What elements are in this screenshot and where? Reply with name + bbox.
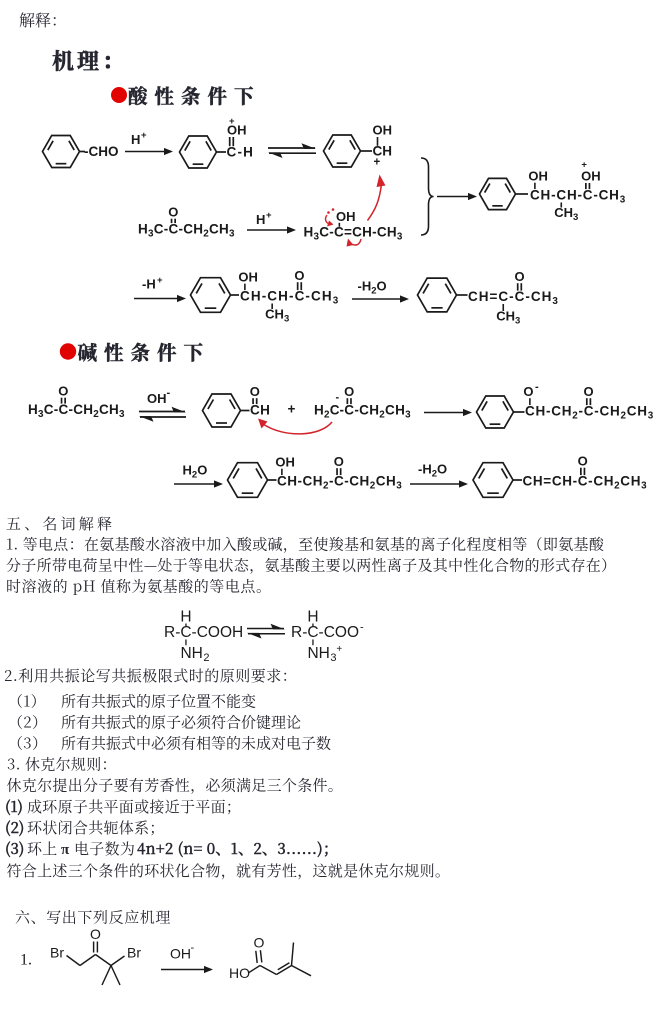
svg-text:OH: OH [227, 123, 247, 138]
svg-text:电子数为: 电子数为 [74, 838, 135, 859]
svg-text:CH=CH-C-CH2CH3: CH=CH-C-CH2CH3 [523, 474, 648, 492]
svg-text:碱性条件下: 碱性条件下 [78, 338, 211, 366]
svg-text:Br: Br [127, 945, 141, 961]
svg-text:OH: OH [147, 391, 167, 406]
svg-text:-H2O: -H2O [418, 462, 447, 480]
svg-text:HO: HO [229, 965, 250, 981]
svg-text:OH: OH [528, 169, 548, 184]
svg-text:+: + [229, 116, 235, 127]
svg-text:O: O [334, 454, 344, 469]
svg-text:H3C-C=CH-CH3: H3C-C=CH-CH3 [304, 225, 403, 243]
svg-text:(1): (1) [5, 796, 23, 817]
svg-text:+: + [141, 130, 147, 141]
svg-text:成环原子共平面或接近于平面；: 成环原子共平面或接近于平面； [27, 796, 241, 817]
svg-text:R-C-COO: R-C-COO [291, 624, 359, 641]
svg-text:+: + [266, 210, 272, 221]
svg-text:H3C-C-CH2CH3: H3C-C-CH2CH3 [138, 222, 235, 240]
svg-text:H2O: H2O [183, 463, 208, 481]
svg-text:CH3: CH3 [265, 307, 289, 325]
svg-text:CH3: CH3 [554, 205, 578, 223]
svg-text:3: 3 [330, 652, 336, 664]
svg-text:OH: OH [336, 209, 356, 224]
svg-text:（2）: （2） [8, 712, 47, 733]
svg-text:分子所带电荷呈中性—处于等电状态，氨基酸主要以两性离子及其中: 分子所带电荷呈中性—处于等电状态，氨基酸主要以两性离子及其中性化合物的形式存在） [6, 555, 616, 576]
svg-text:OH: OH [581, 169, 601, 184]
svg-text:O: O [584, 384, 594, 399]
svg-text:CH: CH [373, 144, 393, 159]
svg-text:O: O [294, 268, 304, 283]
svg-text:O: O [578, 454, 588, 469]
svg-text:H3C-C-CH2CH3: H3C-C-CH2CH3 [28, 402, 125, 420]
svg-text:OH: OH [170, 946, 191, 962]
svg-text:O: O [254, 935, 265, 951]
svg-text:机理：: 机理： [52, 45, 127, 76]
svg-text:CH=C-C-CH3: CH=C-C-CH3 [468, 289, 559, 307]
svg-text:时溶液的 pH 值称为氨基酸的等电点。: 时溶液的 pH 值称为氨基酸的等电点。 [6, 576, 272, 597]
svg-text:4n+2 (n= 0、1、2、3......)；: 4n+2 (n= 0、1、2、3......)； [137, 838, 338, 859]
svg-text:所有共振式的原子必须符合价键理论: 所有共振式的原子必须符合价键理论 [61, 712, 301, 733]
svg-text:CH-CH2-C-CH2CH3: CH-CH2-C-CH2CH3 [277, 474, 402, 492]
svg-text:2: 2 [203, 652, 209, 664]
svg-text:环上: 环上 [27, 838, 58, 859]
svg-text:（1）: （1） [8, 691, 46, 712]
svg-text:OH: OH [373, 123, 393, 138]
svg-text:解释：: 解释： [19, 8, 67, 31]
svg-text:H: H [180, 609, 191, 626]
svg-text:OH: OH [238, 270, 258, 285]
svg-text:+: + [374, 157, 381, 169]
svg-text:+: + [288, 402, 296, 417]
svg-text:+: + [157, 275, 163, 286]
svg-text:3. 休克尔规则：: 3. 休克尔规则： [7, 754, 117, 775]
svg-text:2.利用共振论写共振极限式时的原则要求：: 2.利用共振论写共振极限式时的原则要求： [4, 665, 297, 686]
svg-text:R-C-COOH: R-C-COOH [164, 624, 243, 641]
svg-text:-: - [191, 942, 195, 954]
svg-text:CH-CH-C-CH3: CH-CH-C-CH3 [530, 188, 626, 206]
svg-text:H2C: H2C [314, 403, 340, 421]
svg-text:O: O [58, 384, 68, 399]
svg-text:CH3: CH3 [496, 309, 520, 327]
svg-text:+: + [581, 160, 587, 171]
svg-text:O: O [250, 384, 260, 399]
svg-text:O: O [168, 205, 178, 220]
svg-text:H: H [307, 609, 318, 626]
svg-text:π: π [61, 838, 70, 859]
svg-text:C-H: C-H [227, 145, 255, 160]
svg-text:1. 等电点：在氨基酸水溶液中加入酸或碱，至使羧基和氨基的离: 1. 等电点：在氨基酸水溶液中加入酸或碱，至使羧基和氨基的离子化程度相等（即氨基… [6, 534, 605, 555]
svg-text:O: O [90, 926, 101, 942]
svg-text:五、名词解释: 五、名词解释 [6, 513, 115, 534]
svg-text:六、写出下列反应机理: 六、写出下列反应机理 [15, 907, 171, 928]
svg-text:CH-CH2-C-CH2CH3: CH-CH2-C-CH2CH3 [525, 404, 654, 422]
svg-text:NH: NH [307, 645, 329, 662]
svg-text:-: - [535, 381, 539, 393]
svg-text:+: + [336, 644, 342, 655]
svg-text:酸性条件下: 酸性条件下 [128, 81, 261, 109]
svg-text:(2): (2) [5, 817, 24, 838]
svg-text:所有共振式的原子位置不能变: 所有共振式的原子位置不能变 [61, 691, 256, 712]
svg-text:O: O [514, 269, 524, 284]
svg-text:-CHO: -CHO [84, 144, 119, 159]
svg-text:（3）: （3） [8, 733, 47, 754]
svg-text:-H: -H [142, 277, 156, 292]
svg-text:Br: Br [50, 945, 64, 961]
svg-text:OH: OH [275, 455, 295, 470]
svg-text:(3): (3) [5, 838, 24, 859]
svg-text:1.: 1. [20, 952, 32, 969]
svg-text:环状闭合共轭体系；: 环状闭合共轭体系； [27, 817, 165, 838]
svg-text:-C-CH2CH3: -C-CH2CH3 [340, 403, 412, 421]
svg-text:NH: NH [180, 645, 202, 662]
svg-text:O: O [344, 384, 354, 399]
svg-text:-: - [167, 387, 171, 399]
svg-text:休克尔提出分子要有芳香性，必须满足三个条件。: 休克尔提出分子要有芳香性，必须满足三个条件。 [7, 775, 344, 796]
svg-text:H: H [256, 212, 266, 227]
svg-text:符合上述三个条件的环状化合物，就有芳性，这就是休克尔规则。: 符合上述三个条件的环状化合物，就有芳性，这就是休克尔规则。 [7, 860, 451, 881]
svg-text:-: - [360, 622, 364, 634]
svg-text:-: - [336, 392, 340, 404]
svg-text:-H2O: -H2O [358, 279, 387, 297]
svg-text:CH: CH [250, 403, 270, 418]
svg-text:H: H [131, 132, 141, 147]
svg-text:CH-CH-C-CH3: CH-CH-C-CH3 [240, 289, 339, 307]
svg-text:O: O [523, 384, 533, 399]
svg-text:所有共振式中必须有相等的未成对电子数: 所有共振式中必须有相等的未成对电子数 [61, 733, 331, 754]
